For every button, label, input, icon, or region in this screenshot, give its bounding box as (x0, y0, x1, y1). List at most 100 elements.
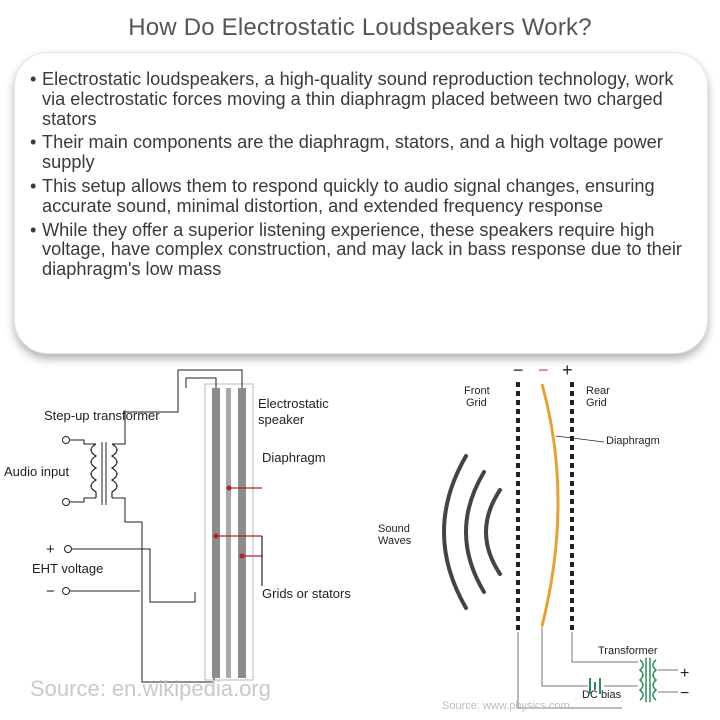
output-minus: − (680, 685, 689, 702)
label-diaphragm-right: Diaphragm (606, 435, 660, 447)
rear-grid (570, 382, 574, 630)
sound-wave-inner (484, 488, 502, 576)
wire-eht-plus (72, 548, 196, 603)
source-credit: Source: en.wikipedia.org (30, 676, 271, 701)
front-grid-dot (516, 454, 520, 459)
right-transformer-primary (638, 659, 644, 701)
front-grid-dot (516, 463, 520, 468)
front-grid-dot (516, 589, 520, 594)
polarity-diaphragm-minus: − (538, 360, 549, 380)
bullet-item: Their main components are the diaphragm,… (30, 133, 700, 173)
label-sound: Sound (378, 523, 410, 535)
front-grid-dot (516, 499, 520, 504)
front-stator (212, 388, 220, 678)
polarity-rear-plus: + (562, 360, 573, 380)
front-grid-dot (516, 625, 520, 630)
label-eht-voltage: EHT voltage (32, 561, 103, 576)
front-grid-dot (516, 580, 520, 585)
front-grid-dot (516, 607, 520, 612)
front-grid-dot (516, 616, 520, 621)
front-grid-dot (516, 598, 520, 603)
label-front: Front (464, 385, 490, 397)
page-title: How Do Electrostatic Loudspeakers Work? (128, 14, 592, 41)
image-watermark: Source: www.physics.com (442, 700, 570, 712)
wire-rear-grid (571, 632, 638, 663)
diaphragm-curve (540, 383, 560, 627)
label-step-up-transformer: Step-up transformer (44, 408, 160, 423)
diaphragm-pointer-right (555, 435, 605, 443)
front-grid-dot (516, 427, 520, 432)
wire-diaphragm (541, 626, 588, 687)
label-diaphragm: Diaphragm (262, 450, 326, 465)
label-rear: Rear (586, 385, 610, 397)
front-grid (516, 382, 520, 630)
stator-dot-rear (239, 553, 245, 559)
wire-secondary-top (112, 369, 243, 445)
front-grid-dot (516, 490, 520, 495)
front-grid-dot (516, 472, 520, 477)
rear-grid-dot (570, 436, 574, 441)
rear-grid-dot (570, 562, 574, 567)
wire-front-stator-top (185, 377, 217, 388)
rear-grid-dot (570, 535, 574, 540)
electrostatic-speaker-diagram: − − + Front Grid Rear Grid Diaphragm Sou… (378, 360, 689, 709)
front-grid-dot (516, 508, 520, 513)
rear-grid-dot (570, 418, 574, 423)
front-grid-dot (516, 481, 520, 486)
eht-terminal-plus (64, 545, 72, 553)
rear-grid-dot (570, 427, 574, 432)
rear-grid-dot (570, 481, 574, 486)
rear-grid-dot (570, 400, 574, 405)
output-plus: + (680, 665, 689, 682)
rear-grid-dot (570, 445, 574, 450)
bullet-list: Electrostatic loudspeakers, a high-quali… (30, 69, 700, 284)
front-grid-dot (516, 544, 520, 549)
wire-audio-bottom (70, 497, 96, 503)
rear-grid-dot (570, 454, 574, 459)
polarity-front-minus: − (513, 360, 524, 380)
front-grid-dot (516, 409, 520, 414)
rear-grid-dot (570, 553, 574, 558)
label-audio-input: Audio input (4, 464, 69, 479)
rear-grid-dot (570, 616, 574, 621)
front-grid-dot (516, 445, 520, 450)
rear-grid-dot (570, 490, 574, 495)
front-grid-dot (516, 382, 520, 387)
rear-grid-dot (570, 607, 574, 612)
eht-terminal-minus (62, 587, 70, 595)
right-transformer-secondary (652, 659, 658, 701)
label-transformer: Transformer (598, 645, 658, 657)
rear-grid-dot (570, 526, 574, 531)
label-eht-plus: + (46, 541, 55, 558)
sound-wave-middle (464, 470, 486, 594)
label-waves: Waves (378, 535, 412, 547)
rear-grid-dot (570, 391, 574, 396)
diaphragm (226, 388, 231, 678)
bullet-item: This setup allows them to respond quickl… (30, 176, 700, 217)
diaphragm-dot (226, 485, 232, 491)
front-grid-dot (516, 400, 520, 405)
front-grid-dot (516, 553, 520, 558)
front-grid-dot (516, 535, 520, 540)
rear-grid-dot (570, 508, 574, 513)
label-eht-minus: − (46, 583, 55, 600)
rear-grid-dot (570, 517, 574, 522)
rear-grid-dot (570, 472, 574, 477)
bullet-item: Electrostatic loudspeakers, a high-quali… (30, 69, 700, 129)
rear-grid-dot (570, 571, 574, 576)
rear-grid-dot (570, 382, 574, 387)
rear-grid-dot (570, 463, 574, 468)
wire-front-grid (517, 632, 622, 709)
front-grid-dot (516, 526, 520, 531)
front-grid-dot (516, 571, 520, 576)
electrostatic-circuit-diagram: Step-up transformer Audio input + EHT vo… (4, 369, 351, 683)
rear-grid-dot (570, 625, 574, 630)
rear-grid-dot (570, 580, 574, 585)
audio-terminal-bottom (62, 498, 70, 506)
transformer-secondary-coil (110, 443, 118, 498)
speaker-frame (204, 383, 254, 681)
front-grid-dot (516, 436, 520, 441)
label-speaker: speaker (258, 412, 305, 427)
front-grid-dot (516, 391, 520, 396)
audio-terminal-top (62, 436, 70, 444)
